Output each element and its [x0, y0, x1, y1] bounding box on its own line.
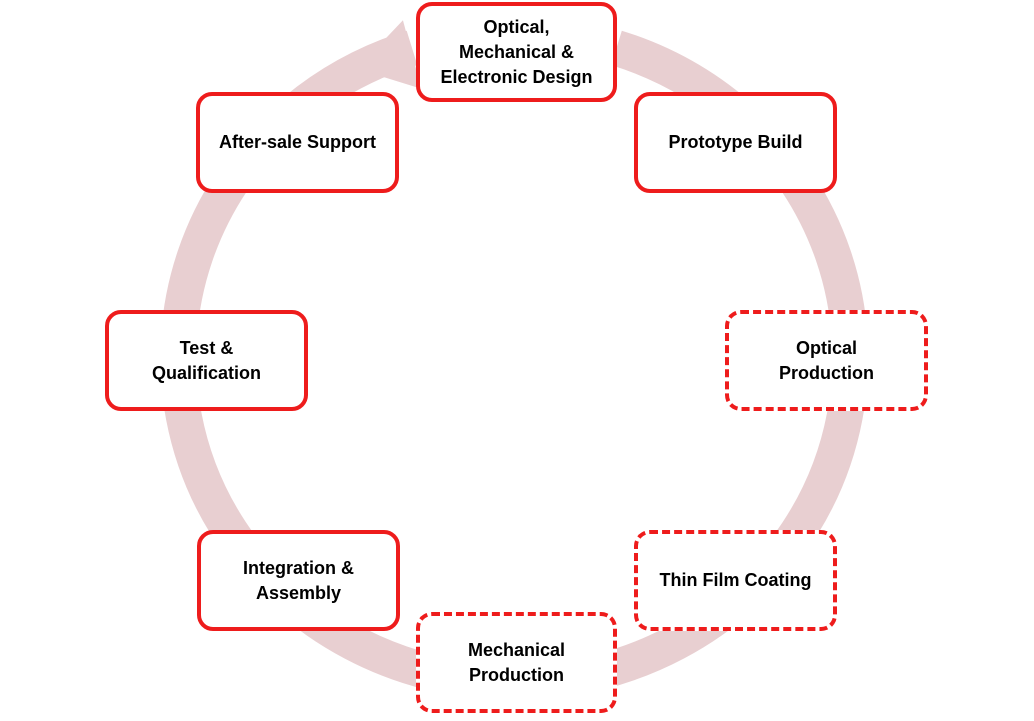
node-design-label: Optical, Mechanical & Electronic Design: [440, 16, 593, 87]
node-prototype-build: Prototype Build: [634, 92, 837, 193]
node-thin-film-coating: Thin Film Coating: [634, 530, 837, 631]
node-prototype-build-label: Prototype Build: [668, 132, 803, 152]
node-optical-production: Optical Production: [725, 310, 928, 411]
node-after-sale-support-label: After-sale Support: [218, 132, 377, 152]
node-mechanical-production-label: Mechanical Production: [467, 639, 566, 685]
node-test-qualification-label: Test & Qualification: [151, 337, 261, 383]
node-optical-production-label: Optical Production: [779, 337, 874, 383]
node-test-qualification: Test & Qualification: [105, 310, 308, 411]
node-mechanical-production: Mechanical Production: [416, 612, 617, 713]
node-after-sale-support: After-sale Support: [196, 92, 399, 193]
node-integration-assembly: Integration & Assembly: [197, 530, 400, 631]
node-integration-assembly-label: Integration & Assembly: [243, 557, 354, 603]
node-thin-film-coating-label: Thin Film Coating: [659, 570, 812, 590]
node-design: Optical, Mechanical & Electronic Design: [416, 2, 617, 102]
cycle-arrow-head: [356, 20, 422, 89]
